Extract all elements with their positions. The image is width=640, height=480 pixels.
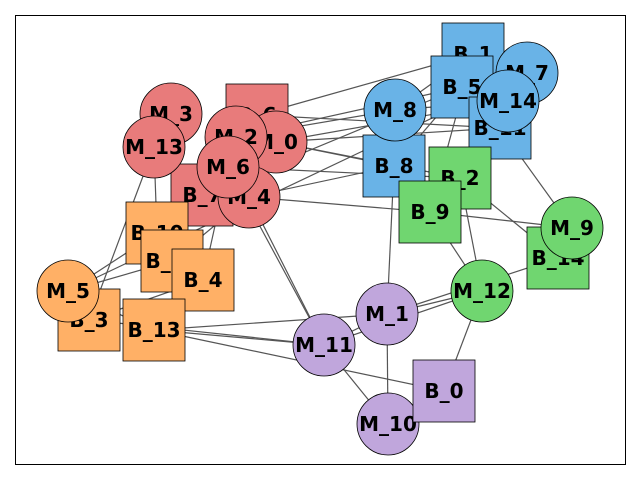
- circle-node-shape: [476, 69, 540, 133]
- node-M_9: M_9: [540, 196, 604, 260]
- node-label: M_12: [453, 279, 511, 303]
- node-M_10: M_10: [356, 392, 420, 456]
- circle-node-shape: [355, 282, 419, 346]
- node-M_13: M_13: [122, 115, 186, 179]
- square-node-shape: [412, 359, 476, 423]
- node-label: B_4: [183, 268, 222, 292]
- node-M_14: M_14: [476, 69, 540, 133]
- node-M_11: M_11: [292, 313, 356, 377]
- node-M_5: M_5: [36, 259, 100, 323]
- node-label: M_14: [479, 89, 537, 113]
- node-B_9: B_9: [398, 180, 462, 244]
- circle-node-shape: [196, 135, 260, 199]
- node-label: B_5: [442, 75, 481, 99]
- circle-node-shape: [122, 115, 186, 179]
- circle-node-shape: [363, 78, 427, 142]
- node-label: B_8: [374, 154, 413, 178]
- node-label: M_8: [373, 98, 417, 122]
- circle-node-shape: [450, 259, 514, 323]
- edge-B_13-M_1: [153, 313, 388, 331]
- node-label: M_1: [365, 302, 409, 326]
- square-node-shape: [398, 180, 462, 244]
- node-label: M_13: [125, 135, 183, 159]
- node-M_1: M_1: [355, 282, 419, 346]
- node-label: M_5: [46, 279, 90, 303]
- circle-node-shape: [540, 196, 604, 260]
- nodes-layer: B_6B_7M_3M_13M_0M_2M_4M_6B_1B_5B_11B_8M_…: [36, 22, 604, 456]
- node-M_8: M_8: [363, 78, 427, 142]
- node-label: B_9: [410, 200, 449, 224]
- node-label: M_6: [206, 155, 250, 179]
- node-B_13: B_13: [122, 298, 186, 362]
- circle-node-shape: [292, 313, 356, 377]
- node-label: B_0: [424, 379, 463, 403]
- node-label: M_11: [295, 333, 353, 357]
- node-label: M_9: [550, 216, 594, 240]
- circle-node-shape: [356, 392, 420, 456]
- node-B_0: B_0: [412, 359, 476, 423]
- node-M_6: M_6: [196, 135, 260, 199]
- node-M_12: M_12: [450, 259, 514, 323]
- circle-node-shape: [36, 259, 100, 323]
- node-label: M_10: [359, 412, 417, 436]
- square-node-shape: [122, 298, 186, 362]
- node-label: B_13: [127, 318, 180, 342]
